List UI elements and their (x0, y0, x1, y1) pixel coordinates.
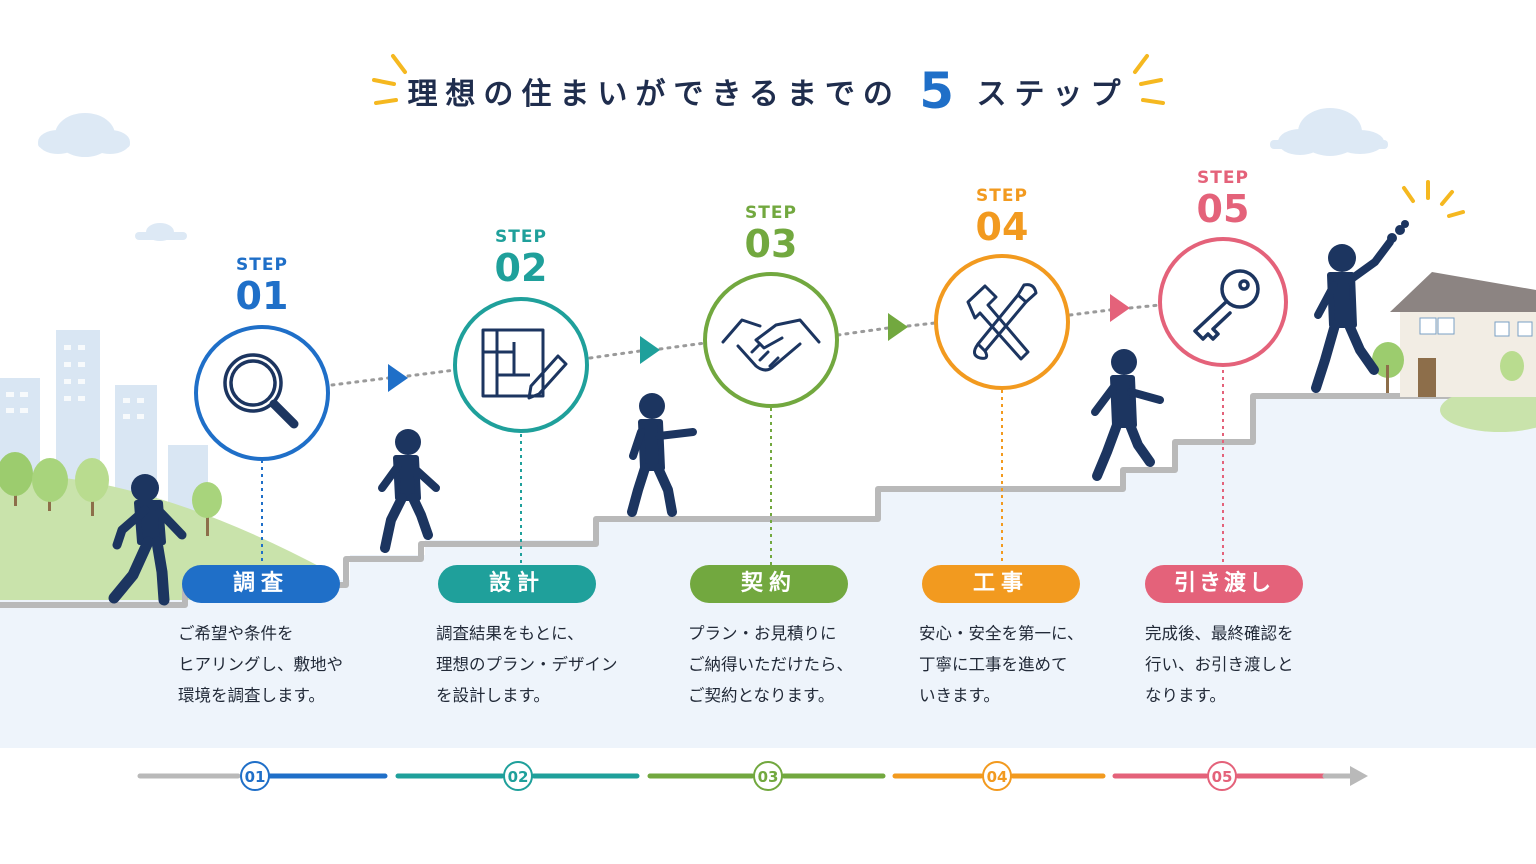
building-windows (6, 345, 144, 419)
step-circle-05 (1158, 237, 1288, 367)
step-desc-05: 完成後、最終確認を 行い、お引き渡しと なります。 (1145, 618, 1375, 711)
step-title-02: 設計 (438, 565, 596, 603)
title-prefix: 理想の住まいができるまでの (407, 77, 901, 112)
desc-line: 安心・安全を第一に、 (919, 624, 1084, 643)
desc-line: プラン・お見積りに (688, 624, 837, 643)
desc-line: 行い、お引き渡しと (1145, 655, 1294, 674)
key-sparkle (1402, 180, 1465, 218)
desc-line: を設計します。 (436, 686, 550, 705)
title-suffix: ステップ (976, 77, 1129, 112)
arrow-icon (388, 364, 408, 392)
timeline-marker-01: 01 (240, 761, 270, 791)
arrow-icon (1110, 294, 1130, 322)
title-sparkle-right (1133, 54, 1165, 105)
step-number-03: 03 (744, 222, 798, 266)
desc-line: ヒアリングし、敷地や (178, 655, 343, 674)
person-climbing-icon (378, 429, 440, 553)
desc-line: 理想のプラン・デザイン (436, 655, 618, 674)
step-title-01: 調査 (182, 565, 340, 603)
timeline-marker-03: 03 (753, 761, 783, 791)
person-walking-icon (108, 474, 187, 606)
step-label-03: STEP (745, 203, 797, 223)
person-climbing-icon (1091, 349, 1164, 481)
step-desc-02: 調査結果をもとに、 理想のプラン・デザイン を設計します。 (436, 618, 666, 711)
step-circle-01 (194, 325, 330, 461)
step-drop-lines (261, 370, 1224, 565)
timeline-marker-05: 05 (1207, 761, 1237, 791)
key-icon (1193, 269, 1260, 341)
desc-line: ご希望や条件を (178, 624, 294, 643)
house-icon (1372, 272, 1536, 432)
desc-line: ご契約となります。 (688, 686, 835, 705)
step-label-05: STEP (1197, 168, 1249, 188)
step-label-01: STEP (236, 255, 288, 275)
desc-line: いきます。 (919, 686, 1000, 705)
timeline-arrow-icon (1350, 766, 1368, 786)
cloud-icon (135, 223, 187, 241)
step-number-01: 01 (235, 274, 289, 318)
cloud-icon (38, 113, 130, 157)
title-sparkle-left (372, 54, 407, 105)
cloud-icon (1270, 108, 1388, 156)
step-title-05: 引き渡し (1145, 565, 1303, 603)
person-key-raised-icon (1311, 220, 1409, 393)
step-number-02: 02 (494, 246, 548, 290)
timeline-marker-04: 04 (982, 761, 1012, 791)
tree-icon (0, 452, 222, 536)
title-highlight: 5 (919, 62, 959, 120)
blueprint-pencil-icon (481, 328, 568, 400)
step-desc-01: ご希望や条件を ヒアリングし、敷地や 環境を調査します。 (178, 618, 408, 711)
arrow-icon (640, 336, 660, 364)
handshake-icon (721, 318, 821, 372)
step-circle-02 (453, 297, 589, 433)
step-title-03: 契約 (690, 565, 848, 603)
step-number-05: 05 (1196, 187, 1250, 231)
timeline-marker-02: 02 (503, 761, 533, 791)
magnifier-icon (223, 353, 299, 429)
step-title-04: 工事 (922, 565, 1080, 603)
step-label-02: STEP (495, 227, 547, 247)
desc-line: 完成後、最終確認を (1145, 624, 1294, 643)
desc-line: 調査結果をもとに、 (436, 624, 584, 643)
step-desc-03: プラン・お見積りに ご納得いただけたら、 ご契約となります。 (688, 618, 918, 711)
page-title: 理想の住まいができるまでの 5 ステップ (0, 62, 1536, 120)
desc-line: なります。 (1145, 686, 1226, 705)
desc-line: 環境を調査します。 (178, 686, 325, 705)
arrow-icon (888, 313, 908, 341)
step-label-04: STEP (976, 186, 1028, 206)
person-climbing-icon (627, 393, 697, 517)
step-circle-03 (703, 272, 839, 408)
step-connectors (330, 303, 1162, 387)
step-desc-04: 安心・安全を第一に、 丁寧に工事を進めて いきます。 (919, 618, 1149, 711)
step-number-04: 04 (975, 205, 1029, 249)
desc-line: ご納得いただけたら、 (688, 655, 853, 674)
hammer-wrench-icon (966, 283, 1038, 361)
desc-line: 丁寧に工事を進めて (919, 655, 1068, 674)
